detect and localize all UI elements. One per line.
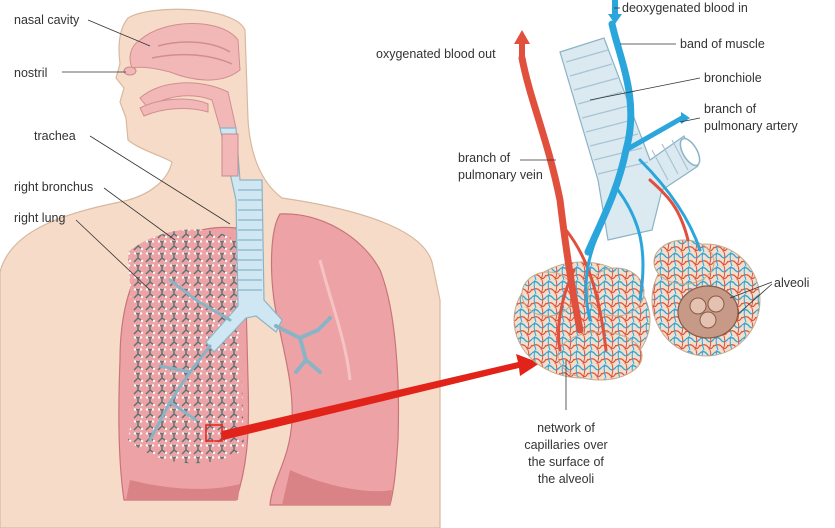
leader-lines — [62, 7, 773, 410]
label-branch-of-pulmonary-artery-line2: pulmonary artery — [704, 119, 799, 133]
label-nostril: nostril — [14, 66, 47, 80]
label-nasal-cavity: nasal cavity — [14, 13, 80, 27]
label-branch-of-pulmonary-vein-line2: pulmonary vein — [458, 168, 543, 182]
label-trachea: trachea — [34, 129, 76, 143]
magnified-area-box — [205, 424, 223, 442]
magnify-pointer-arrow — [222, 354, 540, 440]
oxygenated-out-arrow-head — [514, 30, 530, 44]
right-lung-shape — [118, 226, 250, 501]
labels: nasal cavity nostril trachea right bronc… — [14, 1, 809, 486]
pharynx-shape — [139, 82, 237, 129]
pulmonary-vein-vessel — [518, 54, 690, 352]
oxygenated-out-arrow-shaft — [519, 44, 525, 58]
label-right-bronchus: right bronchus — [14, 180, 93, 194]
deoxygenated-in-arrow — [608, 0, 622, 24]
label-deoxygenated-blood-in: deoxygenated blood in — [622, 1, 748, 15]
pulmonary-artery-vessel — [584, 20, 702, 322]
nasal-cavity-shape — [123, 23, 241, 81]
trachea-shape — [205, 127, 283, 353]
alveoli-cluster-left — [513, 261, 651, 381]
label-band-of-muscle: band of muscle — [680, 37, 765, 51]
label-oxygenated-blood-out: oxygenated blood out — [376, 47, 496, 61]
artery-branch-arrow — [681, 112, 690, 124]
label-branch-of-pulmonary-artery-line1: branch of — [704, 102, 757, 116]
alveoli-cutaway — [677, 285, 739, 339]
label-capillary-network-line4: the alveoli — [538, 472, 594, 486]
label-bronchiole: bronchiole — [704, 71, 762, 85]
label-branch-of-pulmonary-vein-line1: branch of — [458, 151, 511, 165]
label-alveoli: alveoli — [774, 276, 809, 290]
left-lung-shape — [269, 213, 400, 506]
label-capillary-network-line1: network of — [537, 421, 595, 435]
left-bronchus-tree — [274, 316, 332, 374]
right-bronchus-tree — [148, 278, 232, 442]
label-capillary-network-line3: the surface of — [528, 455, 604, 469]
label-right-lung: right lung — [14, 211, 65, 225]
label-capillary-network-line2: capillaries over — [524, 438, 607, 452]
